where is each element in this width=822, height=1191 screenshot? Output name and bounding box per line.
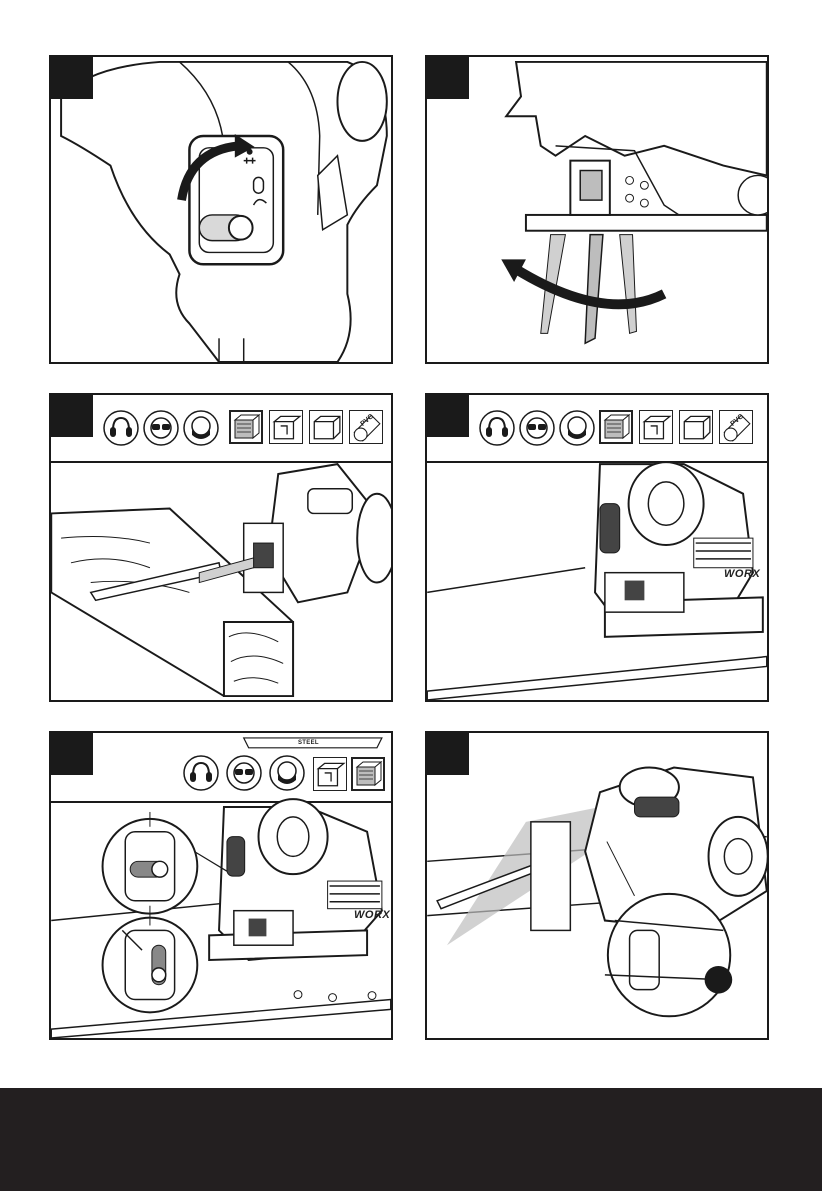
metal-profile-icon <box>639 410 673 444</box>
metal-profile-icon <box>269 410 303 444</box>
eye-protection-icon <box>226 755 262 791</box>
eye-protection-icon <box>519 410 555 446</box>
jigsaw-illustration <box>427 395 767 700</box>
light-beam-illustration <box>427 733 767 1038</box>
pvc-pipe-icon: PVC <box>719 410 753 444</box>
panel-3-reciprocating-cut: PVC <box>49 393 393 702</box>
ear-protection-icon <box>103 410 139 446</box>
plastic-profile-icon <box>309 410 343 444</box>
step-number-badge <box>427 395 469 437</box>
dust-mask-icon <box>183 410 219 446</box>
ear-protection-icon <box>479 410 515 446</box>
blade-rotation-illustration <box>427 57 767 362</box>
wood-icon <box>229 410 263 444</box>
step-number-badge <box>51 57 93 99</box>
wood-icon <box>599 410 633 444</box>
tool-mode-switch-illustration <box>51 57 391 362</box>
callout-magnifier <box>608 894 730 1016</box>
step-number-badge <box>427 57 469 99</box>
footer-bar <box>0 1088 822 1191</box>
panel-2-blade-rotation <box>425 55 769 364</box>
brand-logo: WORX <box>354 909 390 921</box>
plastic-profile-icon <box>679 410 713 444</box>
metal-profile-icon <box>313 757 347 791</box>
brand-logo: WORX <box>724 568 760 580</box>
panel-6-light-beam <box>425 731 769 1040</box>
eye-protection-icon <box>143 410 179 446</box>
panel-4-jigsaw: WORX PVC <box>425 393 769 702</box>
pvc-pipe-icon: PVC <box>349 410 383 444</box>
step-number-badge <box>51 733 93 775</box>
blade-label: STEEL <box>298 740 319 746</box>
dust-mask-icon <box>269 755 305 791</box>
step-number-badge <box>427 733 469 775</box>
step-number-badge <box>51 395 93 437</box>
callout-marker-dot <box>705 966 733 994</box>
wood-icon <box>351 757 385 791</box>
ear-protection-icon <box>183 755 219 791</box>
dust-mask-icon <box>559 410 595 446</box>
panel-5-steel-cut: STEEL WORX <box>49 731 393 1040</box>
panel-1-mode-switch <box>49 55 393 364</box>
